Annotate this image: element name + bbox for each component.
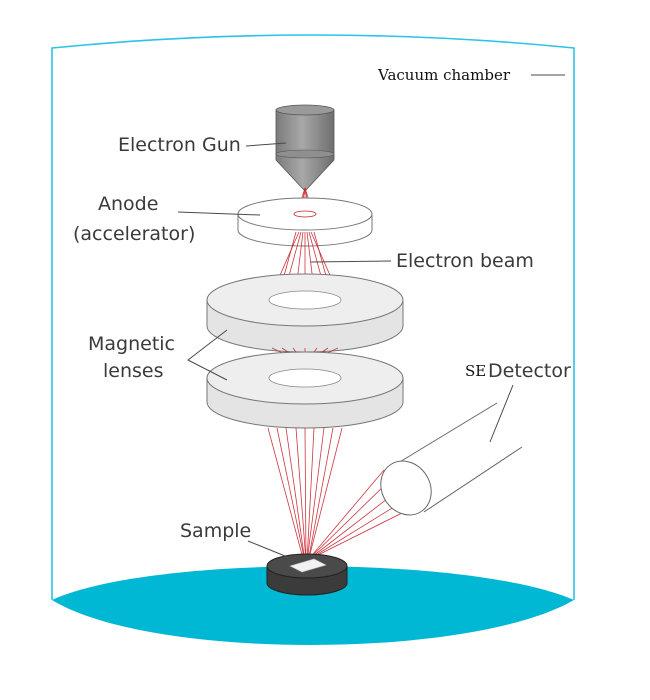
magnetic-lens-upper xyxy=(206,273,404,353)
beam-lens2-to-sample xyxy=(267,427,343,563)
electron-beam-label: Electron beam xyxy=(396,250,534,272)
se-detector xyxy=(380,402,523,516)
anode-leader xyxy=(177,211,261,216)
sample-leader xyxy=(247,540,291,559)
chamber-outline xyxy=(51,34,575,600)
anode-label-line1: Anode xyxy=(98,193,158,215)
anode-label-line2: (accelerator) xyxy=(73,223,195,245)
electron-gun-leader xyxy=(245,142,287,147)
vacuum-chamber xyxy=(51,34,575,645)
detector-label: Detector xyxy=(488,360,571,382)
se-prefix-label: SE xyxy=(465,362,486,380)
secondary-electrons xyxy=(307,469,409,561)
chamber-floor xyxy=(52,566,574,645)
electron-gun-label: Electron Gun xyxy=(118,134,241,156)
se-detector-leader xyxy=(489,384,514,443)
vacuum-chamber-label: Vacuum chamber xyxy=(377,66,511,84)
magnetic-lenses-label-line1: Magnetic xyxy=(88,333,175,355)
sample-label: Sample xyxy=(180,520,251,542)
electron-gun xyxy=(275,104,335,191)
magnetic-lenses-label-line2: lenses xyxy=(103,360,164,382)
magnetic-lenses-leader xyxy=(187,329,228,381)
magnetic-lens-lower xyxy=(206,351,404,429)
sample-stage xyxy=(266,553,348,596)
electron-beam-leader xyxy=(310,260,392,263)
sample-specimen xyxy=(289,558,327,573)
anode-disk xyxy=(237,197,373,247)
